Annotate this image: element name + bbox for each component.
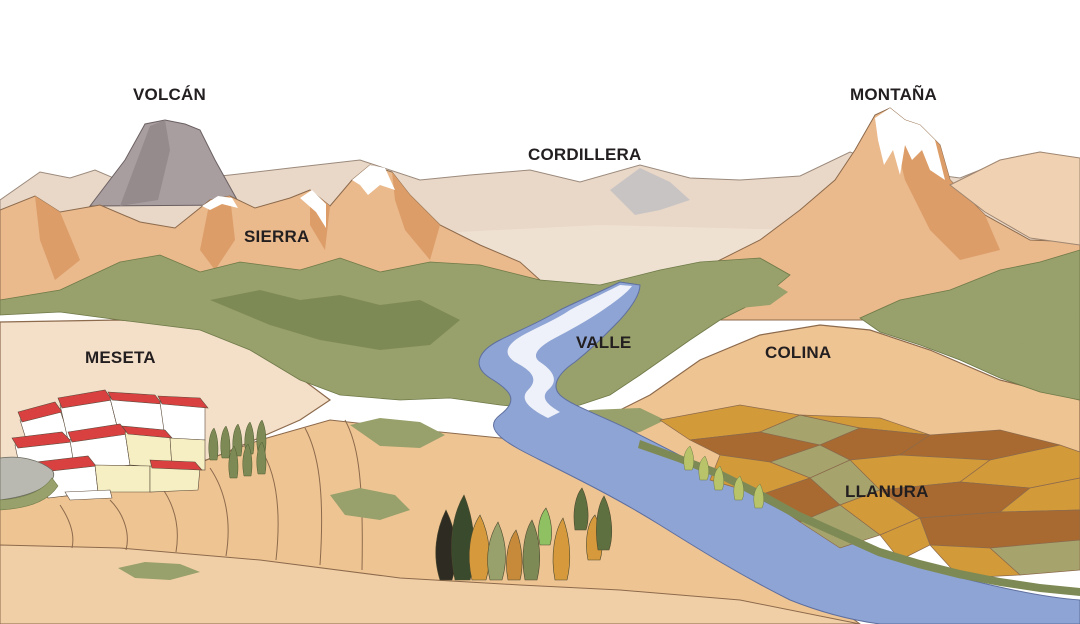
right-forest — [859, 249, 1080, 401]
right-far-ridge — [949, 151, 1080, 246]
sierra-snow-1 — [352, 165, 395, 195]
forest-patch-right — [720, 284, 788, 308]
far-mountain-shade — [610, 168, 690, 215]
forest-patch-front-1 — [118, 562, 200, 580]
tree-grove — [435, 487, 613, 581]
foreground-front-edge — [0, 544, 861, 624]
village — [11, 389, 209, 501]
village-field — [0, 477, 59, 511]
llanura-fields — [659, 404, 1080, 579]
label-range: CORDILLERA — [528, 145, 641, 164]
sierra-shadow-3 — [392, 172, 440, 260]
cypress-row — [208, 419, 267, 479]
label-volcano: VOLCÁN — [133, 85, 206, 104]
poplar-row — [683, 445, 764, 509]
forest-patch-far-right — [1005, 316, 1078, 346]
sierra-shadow-2 — [200, 196, 235, 270]
label-sierra: SIERRA — [244, 227, 309, 246]
sierra-snow-2 — [202, 196, 238, 210]
sierra-snow-3 — [300, 190, 326, 228]
river — [478, 281, 1080, 624]
label-plain: LLANURA — [845, 482, 929, 501]
river-highlight — [507, 285, 632, 418]
label-hill: COLINA — [765, 343, 831, 362]
forest-patch-front-2 — [330, 488, 410, 520]
sierra-shadow-1 — [35, 196, 80, 280]
label-mountain: MONTAÑA — [850, 84, 937, 104]
montana-snow — [875, 108, 945, 180]
village-road — [0, 456, 55, 501]
forest-patch-center — [350, 418, 445, 448]
valley-forest-dark — [210, 290, 460, 350]
volcano-shadow — [120, 120, 170, 206]
label-valley: VALLE — [576, 333, 631, 352]
labels: VOLCÁN CORDILLERA MONTAÑA SIERRA MESETA … — [85, 84, 937, 501]
label-plateau: MESETA — [85, 348, 156, 367]
